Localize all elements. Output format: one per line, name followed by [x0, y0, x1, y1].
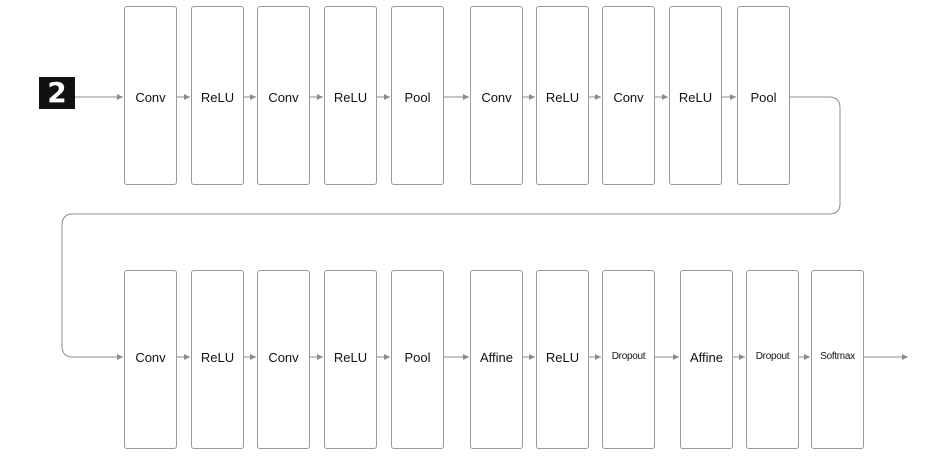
- layer-label: Conv: [125, 90, 176, 104]
- layer-label: ReLU: [325, 350, 376, 364]
- arrow-head: [463, 94, 469, 100]
- layer-conv: Conv: [602, 6, 655, 185]
- layer-affine: Affine: [470, 270, 523, 449]
- layer-relu: ReLU: [324, 6, 377, 185]
- arrow-head: [317, 354, 323, 360]
- layer-conv: Conv: [470, 6, 523, 185]
- layer-relu: ReLU: [191, 6, 244, 185]
- input-digit-image: 2: [39, 77, 75, 109]
- arrow-head: [384, 354, 390, 360]
- layer-pool: Pool: [391, 6, 444, 185]
- layer-label: Dropout: [603, 352, 654, 362]
- arrow-head: [117, 354, 123, 360]
- layer-label: ReLU: [325, 90, 376, 104]
- layer-label: ReLU: [192, 90, 243, 104]
- layer-label: Affine: [681, 350, 732, 364]
- layer-label: Softmax: [812, 352, 863, 362]
- arrow-head: [463, 354, 469, 360]
- layer-label: ReLU: [537, 90, 588, 104]
- layer-affine: Affine: [680, 270, 733, 449]
- input-digit-glyph: 2: [47, 76, 67, 109]
- arrow-head: [730, 94, 736, 100]
- arrow-head: [250, 354, 256, 360]
- layer-relu: ReLU: [536, 270, 589, 449]
- layer-label: Conv: [258, 90, 309, 104]
- arrow-head: [595, 354, 601, 360]
- layer-label: Conv: [471, 90, 522, 104]
- arrow-head: [184, 354, 190, 360]
- layer-label: Dropout: [747, 352, 798, 362]
- layer-label: ReLU: [537, 350, 588, 364]
- layer-label: Pool: [738, 90, 789, 104]
- layer-label: Affine: [471, 350, 522, 364]
- layer-dropout: Dropout: [602, 270, 655, 449]
- layer-label: Pool: [392, 350, 443, 364]
- arrow-head: [184, 94, 190, 100]
- arrow-head: [384, 94, 390, 100]
- layer-label: Conv: [603, 90, 654, 104]
- arrow-head: [317, 94, 323, 100]
- layer-conv: Conv: [257, 6, 310, 185]
- arrow-head: [739, 354, 745, 360]
- arrow-head: [595, 94, 601, 100]
- layer-pool: Pool: [737, 6, 790, 185]
- layer-relu: ReLU: [536, 6, 589, 185]
- arrow-head: [662, 94, 668, 100]
- arrow-head: [529, 354, 535, 360]
- layer-softmax: Softmax: [811, 270, 864, 449]
- layer-conv: Conv: [124, 6, 177, 185]
- layer-relu: ReLU: [191, 270, 244, 449]
- arrow-head: [117, 94, 123, 100]
- arrow-head: [804, 354, 810, 360]
- arrow-head: [673, 354, 679, 360]
- layer-label: ReLU: [192, 350, 243, 364]
- layer-conv: Conv: [124, 270, 177, 449]
- arrow-head: [902, 354, 908, 360]
- layer-label: Pool: [392, 90, 443, 104]
- layer-relu: ReLU: [324, 270, 377, 449]
- layer-label: Conv: [125, 350, 176, 364]
- arrow-head: [529, 94, 535, 100]
- layer-pool: Pool: [391, 270, 444, 449]
- layer-label: Conv: [258, 350, 309, 364]
- layer-relu: ReLU: [669, 6, 722, 185]
- layer-label: ReLU: [670, 90, 721, 104]
- layer-conv: Conv: [257, 270, 310, 449]
- row-wrap-connector: [61, 96, 841, 358]
- layer-dropout: Dropout: [746, 270, 799, 449]
- arrow-head: [250, 94, 256, 100]
